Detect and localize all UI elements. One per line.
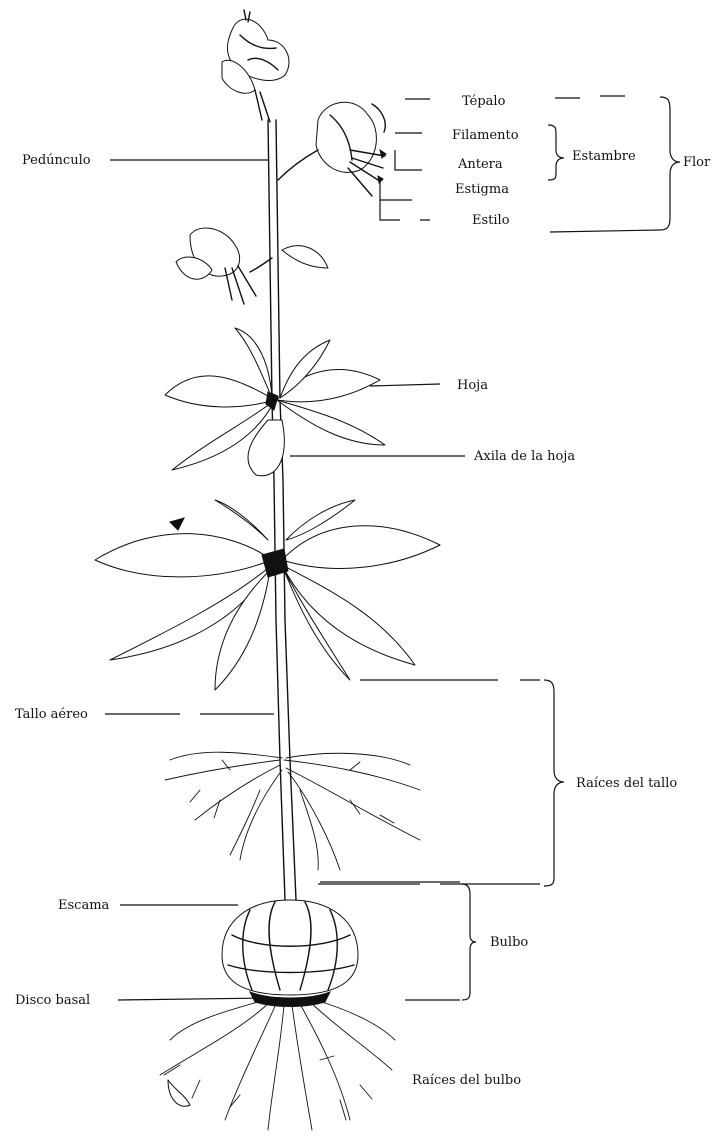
label-raices-bulbo: Raíces del bulbo (412, 1073, 521, 1088)
label-tallo-aereo: Tallo aéreo (15, 707, 88, 722)
stem-drawing (268, 120, 296, 900)
label-estigma: Estigma (455, 182, 509, 197)
bulb-roots-drawing (160, 1000, 395, 1130)
label-estilo: Estilo (472, 213, 510, 228)
labels: Tépalo Filamento Antera Estigma Estilo E… (15, 94, 711, 1088)
right-flower-drawing (278, 102, 386, 196)
label-tepalo: Tépalo (462, 94, 506, 109)
top-flower-drawing (222, 10, 289, 122)
bulb-drawing (222, 900, 358, 1007)
label-bulbo: Bulbo (490, 935, 528, 950)
lower-leaf-whorl-drawing (95, 500, 440, 690)
label-hoja: Hoja (457, 378, 488, 393)
label-filamento: Filamento (452, 128, 519, 143)
label-antera: Antera (457, 157, 503, 172)
upper-leaf-whorl-drawing (165, 328, 385, 476)
label-estambre: Estambre (572, 149, 636, 164)
label-flor: Flor (683, 155, 711, 170)
label-disco-basal: Disco basal (15, 993, 90, 1008)
label-escama: Escama (58, 898, 110, 913)
plant-illustration (95, 10, 440, 1130)
label-raices-tallo: Raíces del tallo (576, 776, 677, 791)
label-pedunculo: Pedúnculo (22, 153, 91, 168)
label-axila: Axila de la hoja (473, 449, 575, 464)
middle-flower-drawing (176, 228, 328, 304)
